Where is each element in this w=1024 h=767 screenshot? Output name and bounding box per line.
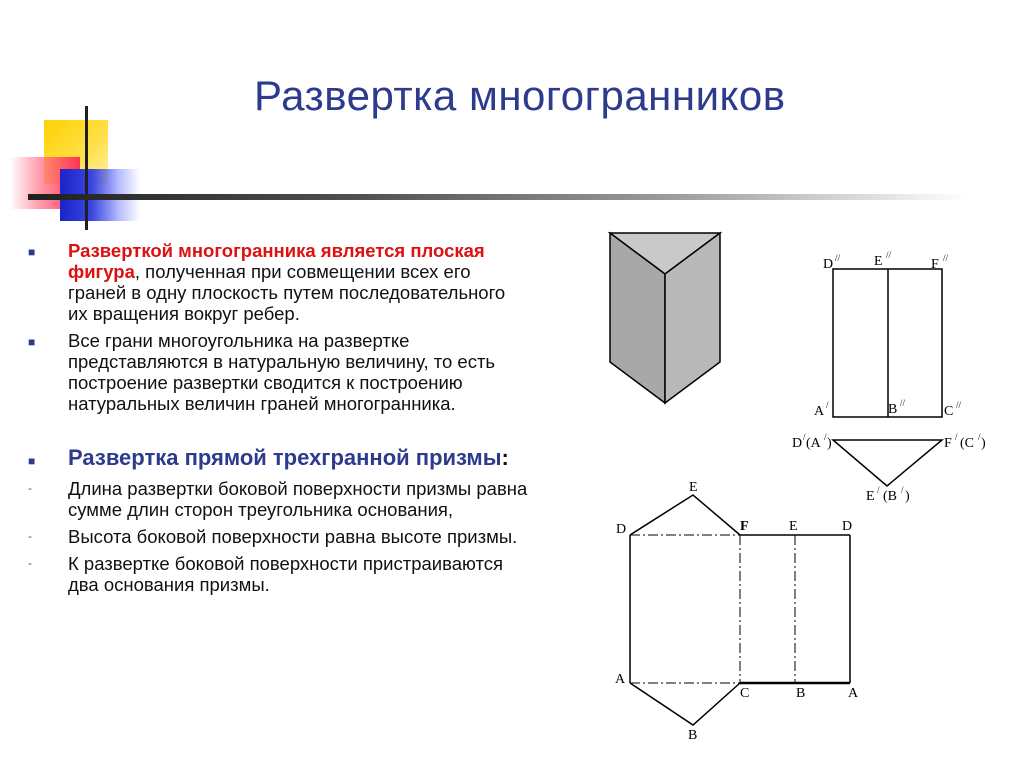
section-heading-item: ■ Развертка прямой трехгранной призмы: [28,446,528,470]
label-e-prime: E [866,489,875,504]
square-bullet-icon: ■ [28,335,36,349]
prism-front-projection: D // E // F // A / B // C // [814,250,962,419]
svg-text:(C: (C [960,436,974,451]
page-title: Развертка многогранников [254,72,786,119]
svg-text:): ) [827,436,832,451]
list-item-text: Длина развертки боковой поверхности приз… [68,478,528,520]
list-item: - Длина развертки боковой поверхности пр… [28,478,528,520]
svg-text:/: / [901,485,904,495]
net-label-b-mid: B [796,686,805,701]
net-label-d-right: D [842,519,852,534]
dash-bullet-icon: - [28,529,32,543]
svg-text:/: / [955,432,958,442]
svg-text:/: / [824,432,827,442]
dash-bullet-icon: - [28,556,32,570]
net-label-e-mid: E [789,519,798,534]
label-e: E [874,254,883,269]
net-label-d-left: D [616,522,626,537]
title-underline [28,194,968,200]
label-c: C [944,404,953,419]
bullet-faces: ■ Все грани многоугольника на развертке … [28,330,528,414]
decor-vertical-line [85,106,88,230]
label-a: A [814,404,825,419]
definition-text: , полученная при совмещении всех его гра… [68,261,506,324]
list-item: - Высота боковой поверхности равна высот… [28,526,528,547]
square-bullet-icon: ■ [28,245,36,259]
list-item-text: К развертке боковой поверхности пристраи… [68,553,504,595]
prism-net: E D F E D A C B A B [615,480,859,743]
net-label-f: F [740,519,749,534]
label-e-sup: // [886,250,892,260]
label-b: B [888,402,897,417]
label-f-sup: // [943,253,949,263]
svg-text:(B: (B [883,489,897,504]
net-label-e-top: E [689,480,698,495]
svg-text:): ) [905,489,910,504]
dash-bullet-icon: - [28,481,32,495]
net-label-a-left: A [615,672,626,687]
label-d-sup: // [835,253,841,263]
square-bullet-icon: ■ [28,454,36,468]
label-a-sup: / [826,400,829,410]
svg-text:): ) [981,436,986,451]
label-f: F [931,257,939,272]
prism-3d-figure [607,231,723,405]
definition-highlight: Разверткой многогранника является плоска… [68,240,485,282]
list-item: - К развертке боковой поверхности пристр… [28,553,528,595]
bullet-definition: ■ Разверткой многогранника является плос… [28,240,528,324]
net-label-a-right: A [848,686,859,701]
section-heading: Развертка прямой трехгранной призмы [68,445,502,470]
prism-top-projection: D / (A / ) F / (C / ) E / (B / ) [792,432,986,504]
slide-text: ■ Разверткой многогранника является плос… [28,240,528,595]
label-f-prime: F [944,436,952,451]
list-item-text: Высота боковой поверхности равна высоте … [68,526,518,547]
label-c-sup: // [956,400,962,410]
svg-text:/: / [978,432,981,442]
label-d-prime: D [792,436,802,451]
svg-text:/: / [803,432,806,442]
svg-text:/: / [877,485,880,495]
faces-text: Все грани многоугольника на развертке пр… [68,330,496,414]
net-label-c: C [740,686,749,701]
section-heading-colon: : [501,445,509,470]
label-b-sup: // [900,398,906,408]
net-label-b-bottom: B [688,728,697,743]
svg-text:(A: (A [806,436,822,451]
label-d: D [823,257,833,272]
